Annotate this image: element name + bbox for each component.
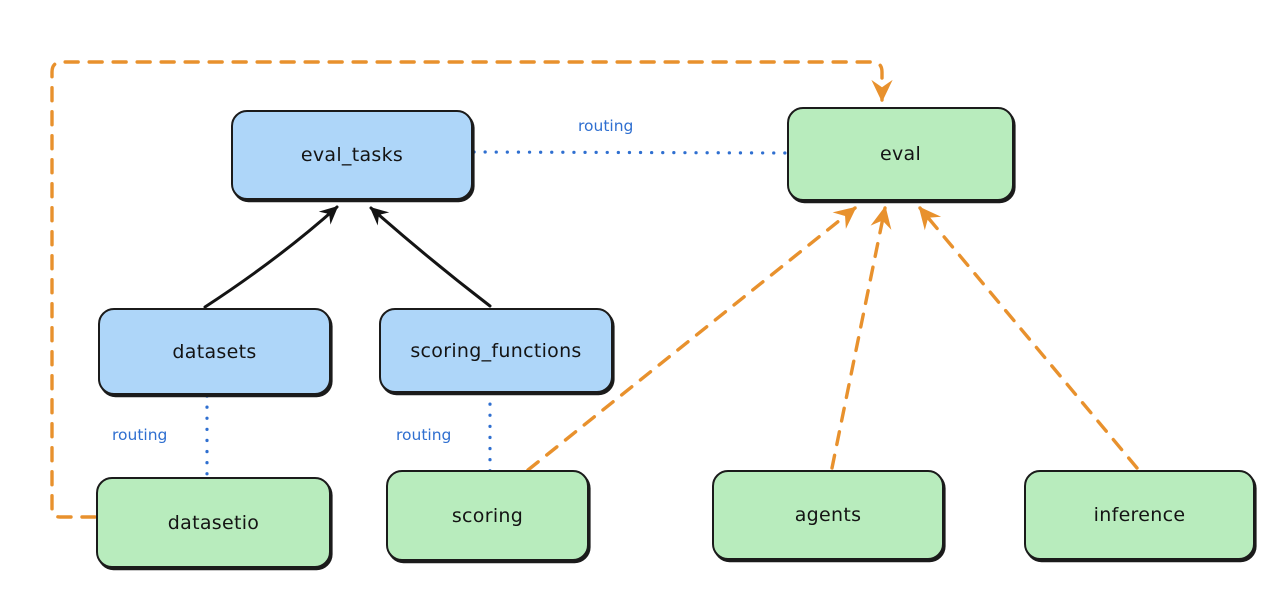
- node-datasets[interactable]: datasets: [98, 308, 331, 395]
- node-agents[interactable]: agents: [712, 470, 944, 560]
- node-eval[interactable]: eval: [787, 107, 1014, 201]
- node-datasetio[interactable]: datasetio: [96, 477, 331, 568]
- node-label: datasetio: [167, 511, 260, 534]
- edge-eval-tasks-to-eval: [472, 150, 788, 155]
- edge-label-routing-datasets: routing: [112, 426, 168, 444]
- node-inference[interactable]: inference: [1024, 470, 1255, 560]
- node-scoring-functions[interactable]: scoring_functions: [379, 308, 613, 393]
- edge-label-routing-eval-tasks: routing: [578, 117, 634, 135]
- node-label: inference: [1093, 504, 1186, 526]
- edge-inference-to-eval: [918, 206, 1139, 470]
- node-label: agents: [794, 504, 862, 526]
- node-eval-tasks[interactable]: eval_tasks: [231, 110, 473, 200]
- edge-datasets-to-eval-tasks: [203, 205, 339, 309]
- edge-label-routing-scoring-functions: routing: [396, 426, 452, 444]
- node-label: eval_tasks: [300, 144, 404, 166]
- edge-scoring-functions-to-eval-tasks: [369, 206, 492, 308]
- edge-agents-to-eval: [830, 205, 892, 470]
- node-label: datasets: [172, 340, 257, 363]
- node-label: scoring: [451, 504, 524, 527]
- node-label: scoring_functions: [410, 339, 582, 362]
- node-scoring[interactable]: scoring: [386, 470, 589, 561]
- node-label: eval: [879, 143, 922, 165]
